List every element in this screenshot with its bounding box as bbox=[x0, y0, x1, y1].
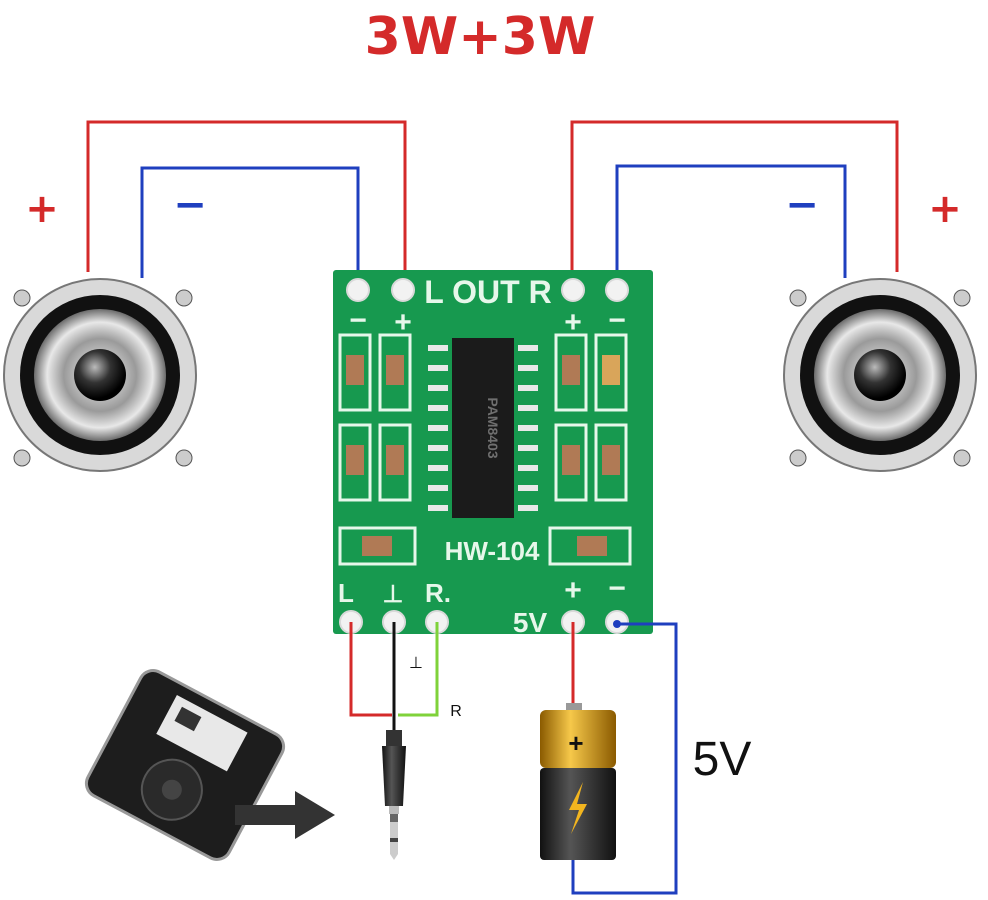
right-positive-wire bbox=[570, 120, 899, 290]
lightning-icon bbox=[569, 782, 587, 834]
power-label: 5V bbox=[513, 607, 548, 638]
left-speaker bbox=[3, 278, 197, 472]
power-plus-label: + bbox=[564, 574, 582, 607]
out-right-minus: − bbox=[608, 304, 626, 337]
power-minus-label: − bbox=[608, 572, 626, 605]
left-negative-wire bbox=[140, 166, 360, 290]
left-positive-wire bbox=[86, 120, 407, 290]
title: 3W+3W bbox=[365, 7, 596, 67]
battery-voltage-label: 5V bbox=[693, 733, 752, 786]
right-wire-label: R bbox=[450, 703, 462, 720]
out-left-minus: − bbox=[349, 304, 367, 337]
left-minus-label: − bbox=[173, 182, 207, 228]
battery: + bbox=[540, 703, 616, 860]
audio-jack bbox=[382, 730, 406, 860]
amplifier-chip bbox=[452, 338, 514, 518]
input-wires bbox=[349, 622, 678, 895]
out-left-plus: + bbox=[394, 306, 412, 339]
battery-plus-label: + bbox=[568, 728, 583, 758]
ground-wire-label: ⊥ bbox=[409, 655, 423, 672]
board-model: HW-104 bbox=[445, 536, 540, 566]
speaker-wires bbox=[86, 120, 899, 290]
amplifier-board: PAM8403 L OUT R − + + bbox=[333, 270, 653, 638]
right-plus-label: + bbox=[928, 186, 962, 232]
right-speaker bbox=[783, 278, 977, 472]
input-ground-label: ⊥ bbox=[383, 581, 404, 608]
out-label: L OUT R bbox=[424, 274, 551, 310]
right-minus-label: − bbox=[785, 182, 819, 228]
out-right-plus: + bbox=[564, 306, 582, 339]
chip-label: PAM8403 bbox=[485, 397, 501, 458]
music-player bbox=[84, 669, 286, 861]
arrow-icon bbox=[235, 791, 335, 839]
input-right-label: R. bbox=[425, 578, 451, 608]
right-negative-wire bbox=[615, 164, 847, 290]
left-plus-label: + bbox=[25, 186, 59, 232]
input-left-label: L bbox=[338, 578, 354, 608]
